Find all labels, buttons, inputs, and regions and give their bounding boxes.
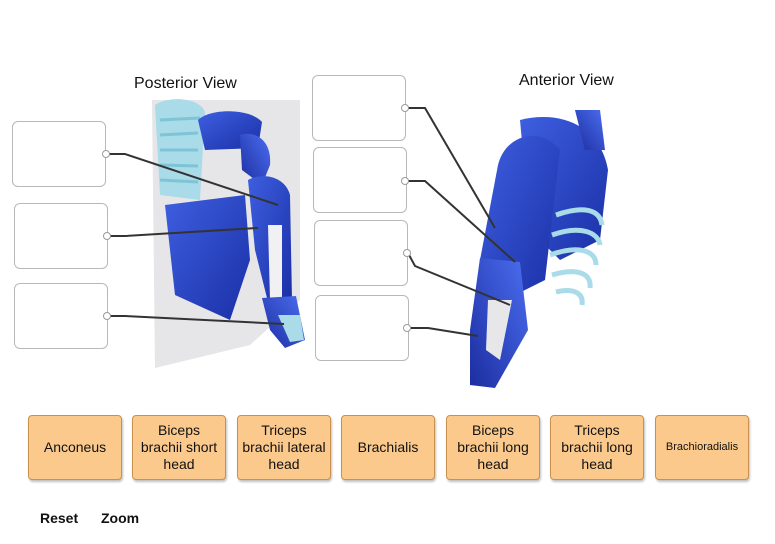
- label-tile-anconeus[interactable]: Anconeus: [28, 415, 122, 480]
- label-tile-biceps-long-head[interactable]: Biceps brachii long head: [446, 415, 540, 480]
- drop-target-posterior-1[interactable]: [12, 121, 106, 187]
- connector-dot: [102, 150, 110, 158]
- label-tile-biceps-short-head[interactable]: Biceps brachii short head: [132, 415, 226, 480]
- connector-dot: [401, 177, 409, 185]
- connector-dot: [103, 312, 111, 320]
- drop-target-anterior-4[interactable]: [315, 295, 409, 361]
- drop-target-anterior-3[interactable]: [314, 220, 408, 286]
- zoom-button[interactable]: Zoom: [101, 510, 140, 526]
- label-tile-triceps-lateral-head[interactable]: Triceps brachii lateral head: [237, 415, 331, 480]
- drop-target-anterior-2[interactable]: [313, 147, 407, 213]
- reset-button[interactable]: Reset: [40, 510, 79, 526]
- connector-dot: [103, 232, 111, 240]
- drop-target-posterior-3[interactable]: [14, 283, 108, 349]
- label-tile-brachioradialis[interactable]: Brachioradialis: [655, 415, 749, 480]
- label-tile-brachialis[interactable]: Brachialis: [341, 415, 435, 480]
- posterior-view-title: Posterior View: [134, 75, 237, 92]
- drop-target-posterior-2[interactable]: [14, 203, 108, 269]
- connector-dot: [401, 104, 409, 112]
- connector-dot: [403, 249, 411, 257]
- connector-dot: [403, 324, 411, 332]
- anterior-view-title: Anterior View: [519, 72, 614, 89]
- label-tile-triceps-long-head[interactable]: Triceps brachii long head: [550, 415, 644, 480]
- drop-target-anterior-1[interactable]: [312, 75, 406, 141]
